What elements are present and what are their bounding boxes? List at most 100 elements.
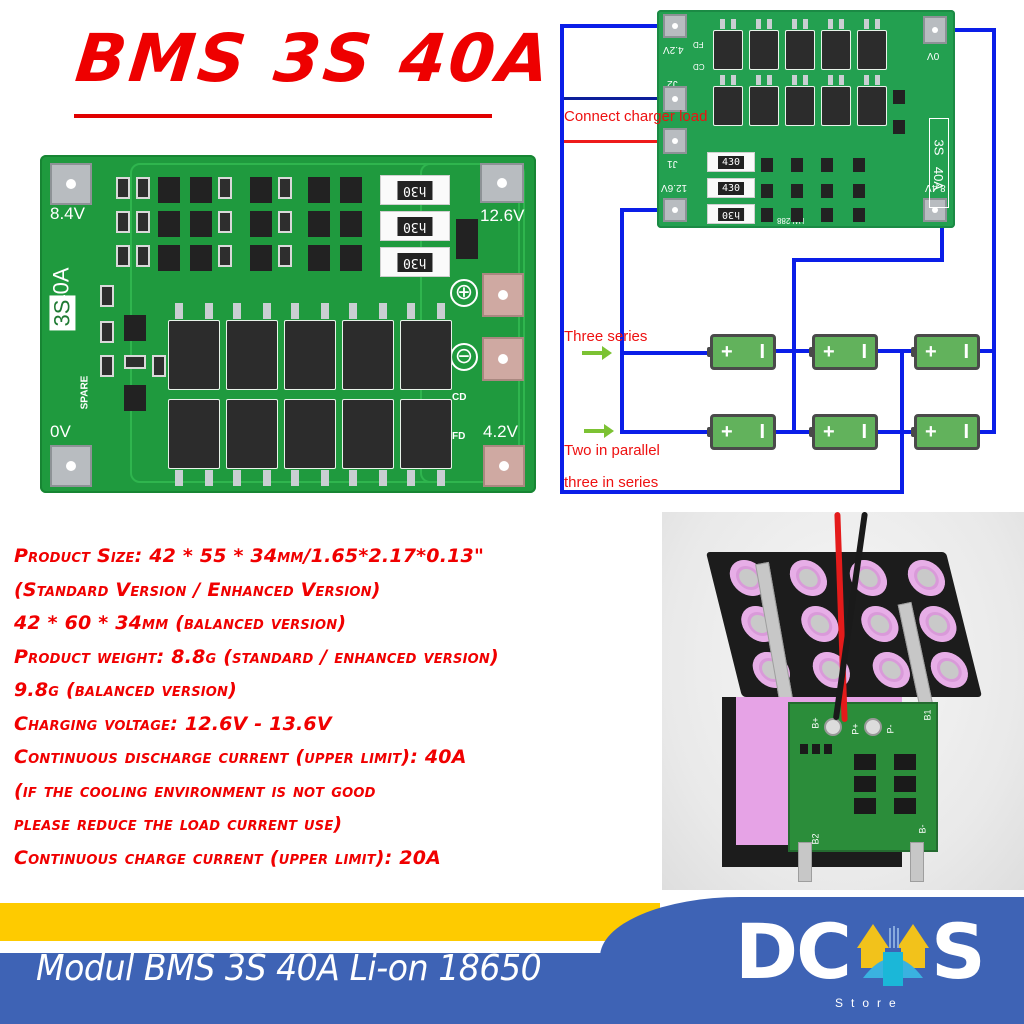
spec-load-note: please reduce the load current use) [14,813,343,835]
label-4.2v: 4.2V [483,422,518,441]
mosfet [168,303,220,390]
bms-board: B+ P+ P- B1 B2 B- [788,702,938,852]
mosfet [226,303,278,390]
banner-yellow-stripe [0,903,660,941]
arrow-right-icon [582,346,612,360]
product-specs: Product Size: 42 * 55 * 34mm/1.65*2.17*0… [14,540,664,875]
wire [942,28,996,32]
resistor: 430 [707,178,755,198]
spec-size: Product Size: 42 * 55 * 34mm/1.65*2.17*0… [14,545,485,567]
wire [770,349,810,353]
pad-j2 [663,86,687,112]
pcb-badge: 40A 3S [45,245,79,355]
label-cd: CD [452,392,467,403]
pad-4.2v [663,14,687,38]
pad-12.6v [663,198,687,222]
mosfet [400,399,452,486]
resistor: h30 [380,211,450,241]
nickel-strip [910,842,924,882]
title-underline [74,114,492,118]
wire [620,351,624,433]
pad-12.6v [480,163,524,203]
wire [560,24,675,28]
pad-negative [482,337,524,381]
battery-cell: +I [707,414,776,450]
wire [900,350,904,494]
mosfet [400,303,452,390]
plus-icon: ⊕ [450,279,478,307]
spec-charge-current: Continuous charge current (upper limit):… [14,846,442,869]
charger-load-wire-positive [564,140,669,143]
terminal-p-plus [824,718,842,736]
spec-weight-balanced: 9.8g (balanced version) [14,679,238,701]
battery-cell: +I [809,334,878,370]
battery-cell: +I [911,334,980,370]
charger-load-wire-negative [564,97,669,100]
resistor: h30 [380,175,450,205]
mosfet [342,303,394,390]
wire [620,351,712,355]
label-fd: FD [693,40,704,49]
tools-house-icon [857,924,929,986]
label-12.6v: 12.6V [480,206,525,225]
pad-4.2v [483,445,525,487]
spec-discharge-current: Continuous discharge current (upper limi… [14,746,467,768]
product-title: BMS 3S 40A [72,20,556,97]
spec-cooling-note: (if the cooling environment is not good [14,779,376,802]
label-0v: 0V [50,422,71,441]
product-name: Modul BMS 3S 40A Li-on 18650 [36,948,542,989]
three-series-label: Three series [564,328,648,345]
mosfet [168,399,220,486]
wire [872,430,912,434]
two-in-parallel-label: Two in parallel [564,442,660,459]
mosfet [284,303,336,390]
badge-series: 3S [49,295,76,331]
spec-size-balanced: 42 * 60 * 34mm (balanced version) [14,612,347,634]
resistor: h30 [380,247,450,277]
wire [620,430,712,434]
wire [792,258,796,434]
wire [620,208,624,404]
battery-cell: +I [809,414,878,450]
store-logo: DC S Store [735,907,986,1011]
wire [974,430,996,434]
battery-cell: +I [707,334,776,370]
minus-icon: ⊖ [450,343,478,371]
pcb-diagram-image: 4.2V J2 J1 12.6V 0V 8.4V FD CD 3S 40A LW… [657,10,955,228]
label-cd: CD [693,62,705,71]
three-in-series-label: three in series [564,474,659,491]
label-12.6v: 12.6V [661,182,688,193]
wire [620,208,675,212]
pcb-badge: 3S 40A [929,118,949,208]
wire [560,24,564,494]
nickel-strip [798,842,812,882]
label-fd: FD [452,431,466,442]
label-spare: SPARE [79,375,91,410]
wire [792,258,944,262]
resistor: 430 [707,152,755,172]
resistor: h30 [707,204,755,224]
wire [770,430,810,434]
connect-charger-load-label: Connect charger load [564,108,708,125]
pcb-main-image: 8.4V 12.6V ⊕ ⊖ 0V 4.2V 40A 3S SPARE CD F… [40,155,536,493]
wiring-diagram: 4.2V J2 J1 12.6V 0V 8.4V FD CD 3S 40A LW… [552,0,1024,500]
spec-charging-voltage: Charging voltage: 12.6V - 13.6V [14,712,332,735]
label-8.4v: 8.4V [50,204,85,223]
pad-j1 [663,128,687,154]
label-4.2v: 4.2V [663,44,684,55]
banner-blue-stripe [0,953,1024,1024]
wire [940,210,944,260]
wire [974,349,996,353]
spec-size-versions: (Standard Version / Enhanced Version) [14,578,381,601]
arrow-right-icon [584,424,614,438]
spec-weight: Product weight: 8.8g (standard / enhance… [14,645,499,668]
wire [992,28,996,430]
logo-subtext: Store [835,996,904,1010]
pad-8.4v [923,198,947,222]
terminal-p-minus [864,718,882,736]
pad-0v [923,16,947,44]
diode [456,219,478,259]
label-j1: J1 [667,158,678,169]
pad-0v [50,445,92,487]
mosfet [284,399,336,486]
